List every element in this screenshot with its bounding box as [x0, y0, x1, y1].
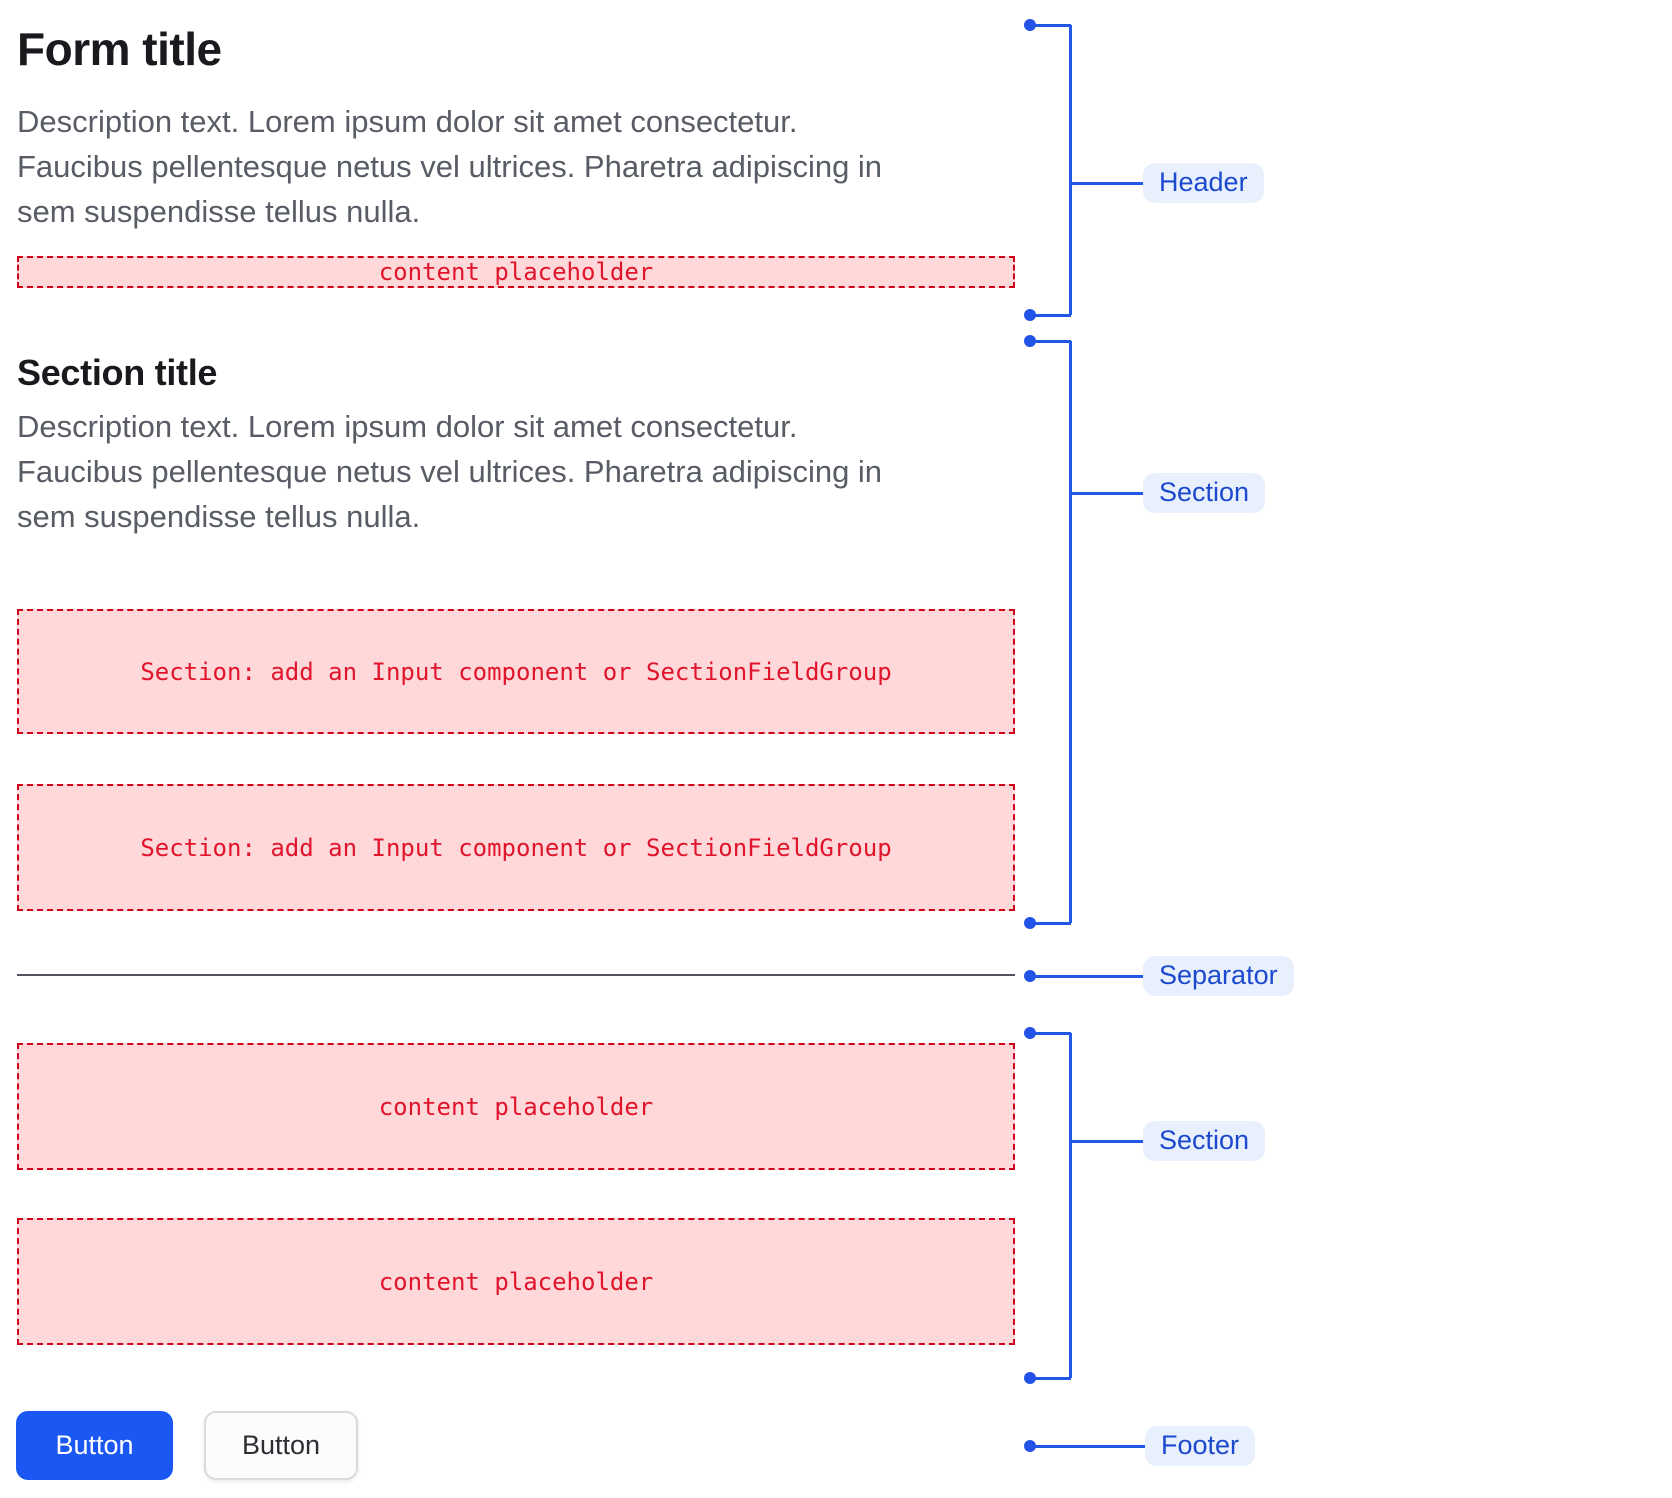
- primary-button[interactable]: Button: [16, 1411, 173, 1480]
- connector-line: [1030, 1376, 1071, 1380]
- connector-line: [1030, 974, 1143, 978]
- header-content-placeholder: content placeholder: [17, 256, 1015, 288]
- section-content-placeholder: content placeholder: [17, 1218, 1015, 1345]
- section-input-placeholder-label: Section: add an Input component or Secti…: [140, 833, 892, 862]
- section-title: Section title: [17, 352, 218, 393]
- connector-line: [1030, 339, 1071, 343]
- connector-line: [1071, 181, 1143, 185]
- form-title: Form title: [17, 23, 222, 75]
- connector-line: [1069, 25, 1072, 315]
- section-input-placeholder: Section: add an Input component or Secti…: [17, 609, 1015, 734]
- header-tag: Header: [1143, 163, 1264, 203]
- connector-dot: [1024, 309, 1036, 321]
- section-input-placeholder: Section: add an Input component or Secti…: [17, 784, 1015, 911]
- connector-dot: [1024, 917, 1036, 929]
- connector-line: [1030, 313, 1071, 317]
- section-content-placeholder: content placeholder: [17, 1043, 1015, 1170]
- connector-line: [1069, 1033, 1072, 1378]
- connector-line: [1030, 921, 1071, 925]
- connector-line: [1071, 491, 1143, 495]
- section-input-placeholder-label: Section: add an Input component or Secti…: [140, 657, 892, 686]
- header-content-placeholder-label: content placeholder: [378, 258, 654, 286]
- connector-line: [1030, 1031, 1071, 1035]
- section-description: Description text. Lorem ipsum dolor sit …: [17, 409, 883, 534]
- connector-line: [1030, 23, 1071, 27]
- section-content-placeholder-label: content placeholder: [378, 1092, 654, 1121]
- form-description: Description text. Lorem ipsum dolor sit …: [17, 104, 883, 229]
- separator-line: [17, 974, 1015, 976]
- connector-line: [1071, 1139, 1143, 1143]
- connector-dot: [1024, 1372, 1036, 1384]
- section-content-placeholder-label: content placeholder: [378, 1267, 654, 1296]
- secondary-button[interactable]: Button: [204, 1411, 358, 1480]
- connector-line: [1069, 341, 1072, 923]
- separator-tag: Separator: [1143, 956, 1294, 996]
- footer-tag: Footer: [1145, 1426, 1256, 1466]
- section-tag: Section: [1143, 1121, 1266, 1161]
- section-tag: Section: [1143, 473, 1266, 513]
- connector-line: [1030, 1444, 1145, 1448]
